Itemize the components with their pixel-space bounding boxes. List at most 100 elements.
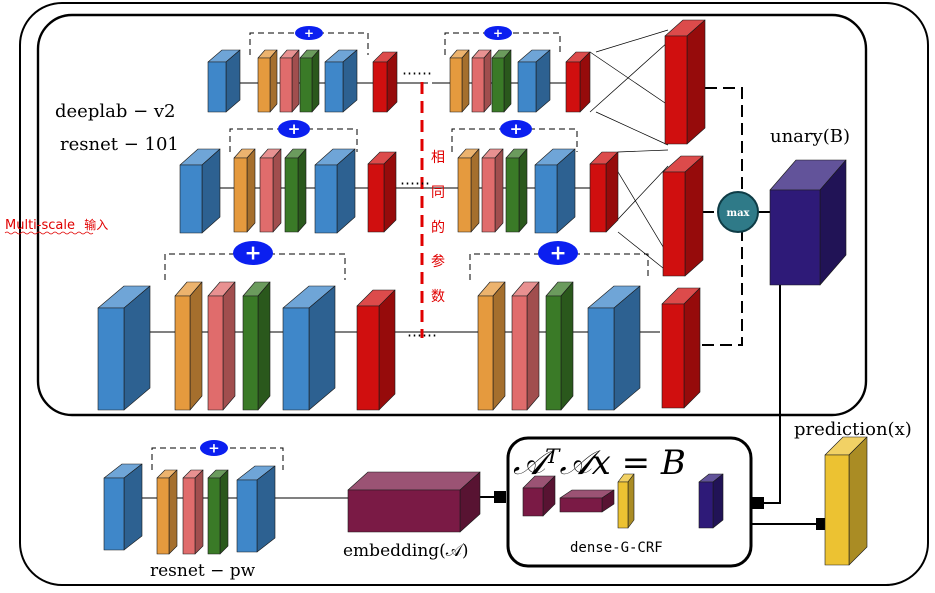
row1-right-conv-2 [471, 49, 492, 113]
row2-right-out-block [534, 148, 576, 234]
row1-left-plus: + [295, 26, 323, 40]
row2-upsampled-map [662, 155, 704, 277]
row1-right-skip [444, 32, 561, 55]
embedding-block [347, 471, 481, 533]
network-label-resnet101: resnet − 101 [60, 134, 179, 155]
row3-right-red-block [661, 287, 701, 409]
prediction-label: prediction(x) [794, 419, 912, 440]
crf-second-block [559, 489, 615, 513]
row2-fan-line-2 [617, 231, 669, 273]
svg-text:+: + [510, 120, 523, 138]
row2-right-red-block [589, 151, 619, 233]
shared-params-char-1: 相 [431, 150, 445, 166]
max-pooling-node [717, 191, 759, 233]
ellipsis-row3: ⋯⋯ [407, 326, 437, 344]
shared-params-char-4: 参 [431, 253, 445, 270]
ellipsis-row1: ⋯⋯ [402, 64, 432, 82]
svg-text:+: + [288, 120, 301, 138]
row2-right-conv-3 [505, 148, 528, 233]
row2-right-plus: + [500, 120, 532, 138]
network-blocks: + + + + + + + [97, 19, 868, 566]
row3-left-plus: + [233, 241, 273, 265]
row3-right-conv-3 [545, 281, 574, 411]
unary-label: unary(B) [770, 126, 850, 147]
fuse-row3-to-max [702, 232, 743, 346]
row1-upsampled-map [664, 19, 706, 145]
pw-conv-1 [156, 469, 178, 555]
row3-right-out-block [587, 285, 641, 411]
row1-left-in-block [207, 49, 241, 113]
row1-right-red-block [565, 51, 591, 113]
outer-frame [19, 2, 929, 586]
row3-left-red-block [356, 289, 396, 411]
svg-text:+: + [304, 26, 314, 40]
row1-left-red-block [372, 51, 398, 113]
max-label: max [726, 208, 750, 219]
crf-first-block [522, 475, 556, 517]
multiscale-input-label: Multi-scale 输入 [5, 217, 108, 233]
row2-left-conv-3 [284, 148, 307, 233]
shared-params-char-2: 同 [431, 185, 445, 201]
row3-left-conv-1 [174, 281, 203, 411]
row2-left-skip [229, 128, 358, 152]
shared-params-char-3: 的 [431, 220, 445, 236]
embedding-label: embedding(𝒜) [343, 541, 469, 561]
unary-to-crf-line [758, 285, 781, 504]
row3-left-conv-2 [207, 281, 236, 411]
row3-right-conv-1 [477, 281, 506, 411]
ellipsis-row2: ⋯⋯ [400, 174, 430, 192]
crf-input-port-embedding [494, 491, 506, 503]
row3-right-conv-2 [511, 281, 540, 411]
row1-left-conv-1 [257, 49, 278, 113]
multiscale-underline [4, 231, 94, 235]
crf-third-block [617, 473, 635, 529]
crf-input-port-unary [752, 497, 764, 509]
pw-net-label: resnet − pw [150, 561, 256, 581]
row1-right-out-block [517, 49, 551, 113]
prediction-block [824, 436, 868, 566]
row1-right-conv-3 [491, 49, 512, 113]
row1-right-conv-1 [449, 49, 470, 113]
unary-block [769, 159, 847, 286]
svg-text:+: + [208, 440, 219, 456]
pw-conv-3 [207, 469, 229, 555]
crf-fourth-block [698, 473, 724, 529]
row2-right-conv-2 [481, 148, 504, 233]
svg-text:+: + [244, 241, 261, 265]
row2-left-red-block [367, 151, 397, 233]
row2-left-in-block [179, 148, 221, 234]
row3-left-conv-3 [242, 281, 271, 411]
crf-box [506, 436, 753, 568]
row1-fan-line-3 [589, 51, 669, 106]
row3-left-in-block [97, 285, 151, 411]
pw-in-block [103, 463, 143, 551]
row2-left-conv-1 [233, 148, 256, 233]
pw-conv-2 [182, 469, 204, 555]
row2-left-conv-2 [259, 148, 282, 233]
row2-right-conv-1 [457, 148, 480, 233]
network-label-deeplab: deeplab − v2 [55, 101, 176, 122]
row2-fan-line-1 [617, 149, 669, 153]
crf-equation: 𝒜ᵀ𝒜x = B [513, 443, 686, 483]
row1-right-plus: + [484, 26, 512, 40]
multiscale-frame [36, 13, 868, 417]
row3-right-plus: + [538, 241, 578, 265]
multiscale-input-en: Multi-scale [5, 218, 75, 233]
row2-left-plus: + [278, 120, 310, 138]
pw-skip [151, 447, 284, 470]
row1-left-conv-2 [279, 49, 300, 113]
svg-text:+: + [549, 241, 566, 265]
pw-plus: + [200, 440, 228, 456]
row1-left-out-block [324, 49, 358, 113]
row1-left-conv-3 [299, 49, 320, 113]
crf-name: dense-G-CRF [570, 540, 663, 556]
shared-params-char-5: 数 [431, 289, 445, 305]
svg-text:+: + [493, 26, 503, 40]
row3-left-out-block [282, 285, 336, 411]
fuse-row1-to-max [705, 87, 743, 192]
pw-out-block [236, 465, 276, 553]
row1-fan-line-4 [589, 41, 669, 113]
row1-fan-line-2 [595, 111, 669, 146]
row2-left-out-block [314, 148, 356, 234]
